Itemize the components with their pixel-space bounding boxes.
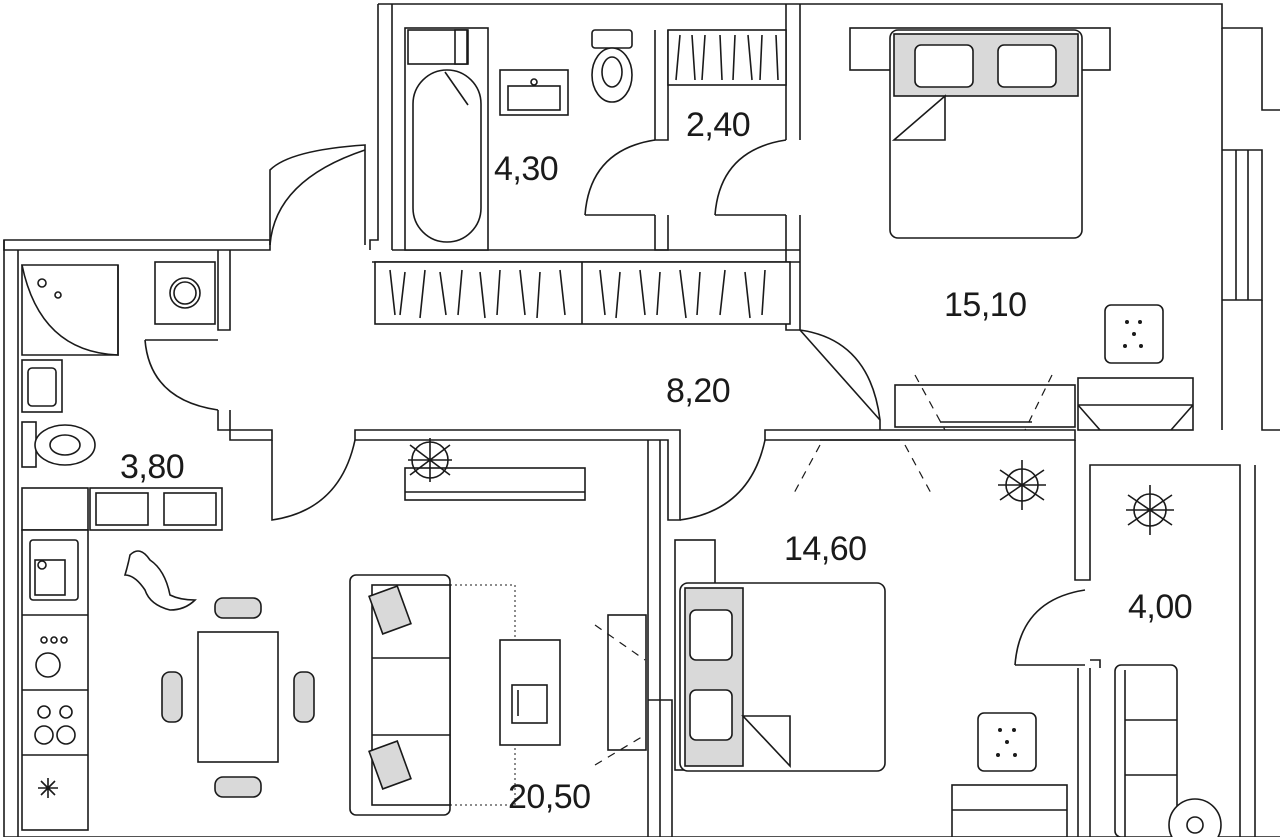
tv-bedroom-2 <box>792 439 933 496</box>
cooktop <box>34 705 76 745</box>
balcony-bench <box>1114 664 1178 837</box>
kettle <box>35 636 68 678</box>
bed-bedroom-1 <box>849 27 1111 239</box>
dog-icon <box>123 550 197 611</box>
plant-pot-bedroom-1 <box>1104 304 1164 364</box>
area-label-wc: 2,40 <box>686 106 751 144</box>
kitchen-sink <box>29 539 79 601</box>
area-label-bedroom-2: 14,60 <box>784 530 867 568</box>
bathtub <box>404 27 489 251</box>
dresser-bedroom-1 <box>1077 377 1194 431</box>
area-label-living-kitchen: 20,50 <box>508 778 591 816</box>
area-label-balcony: 4,00 <box>1128 588 1193 626</box>
plant-bedroom-2 <box>998 460 1046 510</box>
washing-machine <box>154 261 216 325</box>
wardrobe-wc <box>667 29 787 86</box>
coffee-table <box>499 639 561 746</box>
dining-table <box>161 597 315 798</box>
balcony-plant <box>1126 485 1174 535</box>
dresser-bedroom-2 <box>951 784 1068 837</box>
shower-room-sink <box>21 359 63 413</box>
tv-cabinet-bedroom-1 <box>894 374 1076 431</box>
bathroom-sink <box>499 69 569 116</box>
area-label-shower-room: 3,80 <box>120 448 185 486</box>
area-label-bedroom-1: 15,10 <box>944 286 1027 324</box>
rug-outline <box>450 584 516 806</box>
fridge-snowflake-icon <box>38 778 58 798</box>
shower-cabin <box>21 264 119 356</box>
area-label-bathroom: 4,30 <box>494 150 559 188</box>
plant-living <box>408 438 452 482</box>
hall-wardrobe <box>374 261 791 325</box>
area-label-hallway: 8,20 <box>666 372 731 410</box>
wc-toilet <box>591 29 633 103</box>
tv-living <box>594 614 647 766</box>
bed-bedroom-2 <box>674 539 886 772</box>
doors <box>144 139 1086 666</box>
balcony-side-table <box>1168 798 1222 837</box>
kitchen-cabinet <box>21 487 223 531</box>
shower-room-toilet <box>21 421 96 468</box>
plant-pot-bedroom-2 <box>977 712 1037 772</box>
sofa <box>349 574 451 816</box>
tv-stand-living <box>404 467 586 501</box>
